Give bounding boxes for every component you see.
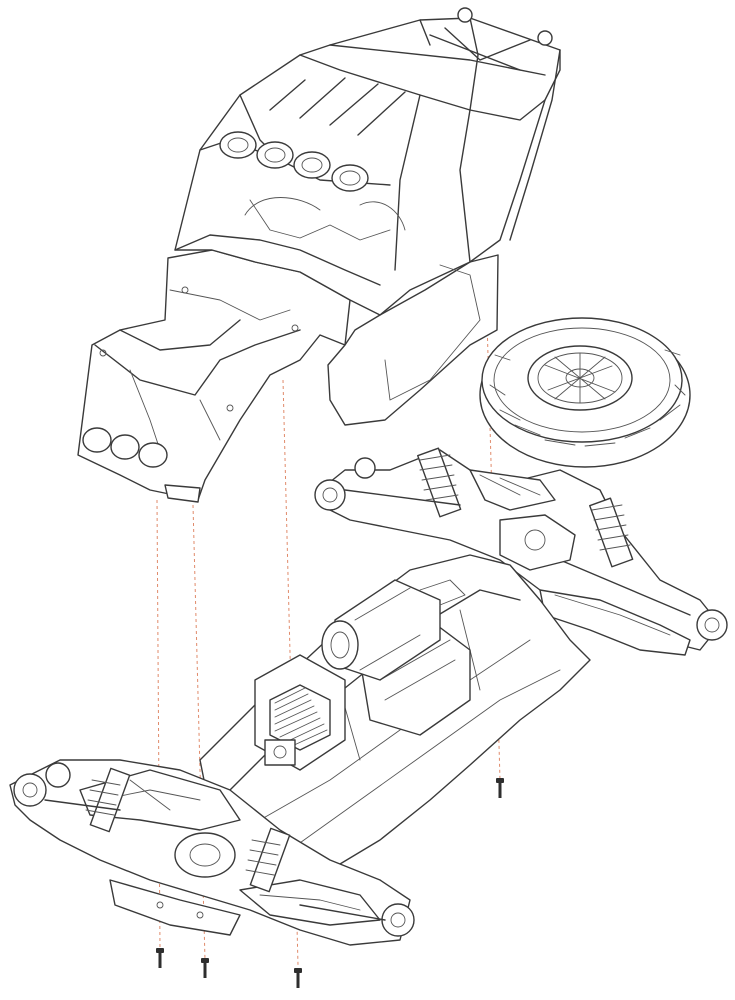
heatsink — [254, 654, 346, 771]
tow-hook-left — [457, 7, 473, 23]
tow-hook-right — [537, 30, 553, 46]
motor — [321, 579, 466, 681]
front-hub-right — [381, 903, 415, 937]
headlight-2 — [110, 434, 140, 460]
screw-icon — [294, 968, 302, 988]
screw-icon — [156, 948, 164, 968]
rear-hub-right — [696, 609, 728, 641]
headlight-1 — [82, 427, 112, 453]
screw-icon — [201, 958, 209, 978]
roof-light-4 — [331, 164, 369, 192]
front-shock-right — [249, 827, 291, 893]
rear-shock-left — [417, 447, 462, 518]
front-shock-left — [89, 767, 131, 833]
rear-shock-right — [589, 497, 634, 568]
headlight-3 — [138, 442, 168, 468]
front-suspension — [9, 759, 415, 946]
roof-light-3 — [293, 151, 331, 179]
screw-icon — [496, 778, 504, 798]
rear-suspension — [314, 447, 728, 656]
roof-light-1 — [219, 131, 257, 159]
spare-tire — [479, 317, 691, 468]
rear-hub-left — [314, 479, 346, 511]
front-differential — [174, 832, 236, 878]
body-shell — [77, 7, 561, 503]
mounting-screws — [156, 778, 504, 988]
front-hub-left — [13, 773, 47, 807]
roof-light-2 — [256, 141, 294, 169]
body-mount-tab — [164, 484, 201, 503]
